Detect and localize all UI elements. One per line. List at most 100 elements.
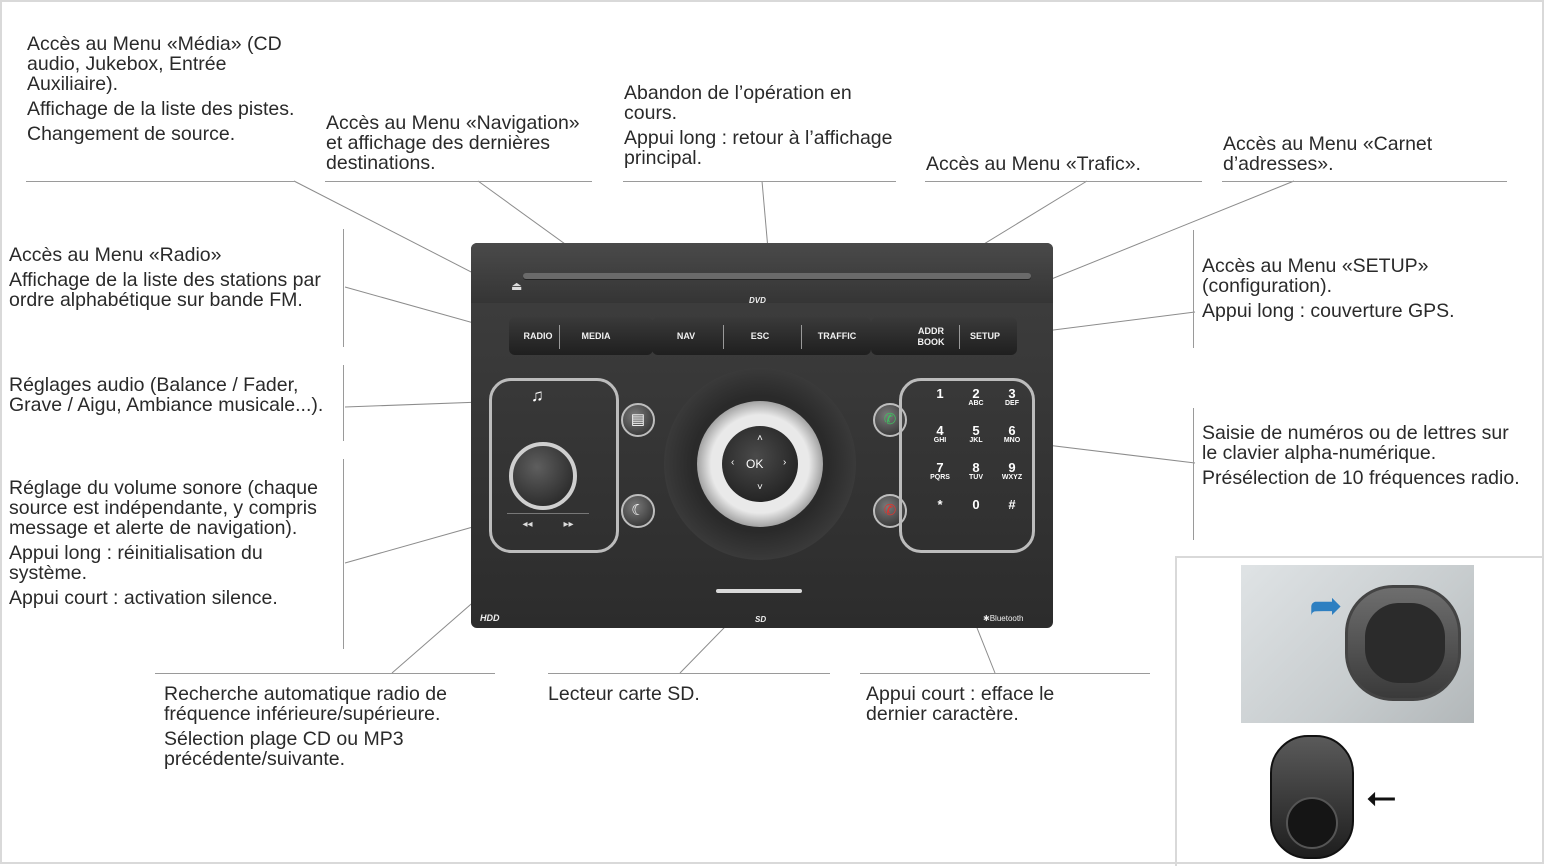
usb-inset-frame	[1175, 556, 1544, 866]
callout-radio-line1: Accès au Menu «Radio»	[9, 244, 222, 266]
keypad-key-star[interactable]: *	[923, 498, 957, 511]
music-note-icon[interactable]: ♫	[531, 386, 544, 405]
keypad-digit: 1	[936, 386, 944, 401]
keypad-letters: DEF	[1005, 400, 1019, 407]
callout-radio: Accès au Menu «Radio» Affichage de la li…	[9, 245, 334, 315]
keypad-digit: 0	[972, 497, 980, 512]
sd-card-slot[interactable]	[716, 589, 802, 593]
seek-prev-button[interactable]: ◂◂	[522, 518, 533, 530]
rule-esc	[623, 181, 896, 182]
callout-volume-line3: Appui court : activation silence.	[9, 587, 278, 609]
addr-book-button[interactable]: ADDR BOOK	[914, 326, 948, 348]
rule-audio	[343, 365, 344, 441]
radio-button[interactable]: RADIO	[523, 331, 553, 341]
list-icon[interactable]: ▤	[621, 403, 655, 437]
esc-button[interactable]: ESC	[750, 331, 770, 341]
setup-button[interactable]: SETUP	[969, 331, 1000, 341]
book-label: BOOK	[917, 337, 945, 347]
callout-setup-line1: Accès au Menu «SETUP» (configuration).	[1202, 255, 1429, 297]
callout-audio: Réglages audio (Balance / Fader, Grave /…	[9, 375, 329, 420]
callout-volume-line2: Appui long : réinitialisation du système…	[9, 542, 263, 584]
keypad-digit: #	[1008, 497, 1016, 512]
callout-media: Accès au Menu «Média» (CD audio, Jukebox…	[27, 34, 307, 149]
seek-buttons: ◂◂ ▸▸	[507, 513, 589, 534]
sd-logo: SD	[755, 615, 767, 624]
keypad-letters: GHI	[933, 437, 947, 444]
divider	[801, 325, 802, 349]
rule-nav	[325, 181, 592, 182]
callout-volume: Réglage du volume sonore (chaque source …	[9, 478, 339, 613]
chevron-left-icon[interactable]: ‹	[731, 457, 735, 468]
chevron-up-icon[interactable]: ˄	[757, 433, 763, 444]
volume-knob[interactable]	[509, 442, 577, 510]
callout-keypad-line2: Présélection de 10 fréquences radio.	[1202, 467, 1520, 489]
rule-delete	[860, 673, 1150, 674]
callout-seek: Recherche automatique radio de fréquence…	[164, 684, 494, 774]
rule-volume	[343, 459, 344, 649]
callout-setup: Accès au Menu «SETUP» (configuration). A…	[1202, 256, 1502, 326]
callout-volume-line1: Réglage du volume sonore (chaque source …	[9, 477, 318, 539]
callout-esc: Abandon de l’opération en cours. Appui l…	[624, 83, 894, 173]
hdd-logo: HDD	[480, 613, 500, 623]
chevron-down-icon[interactable]: ˅	[757, 482, 763, 493]
nav-button[interactable]: NAV	[676, 331, 696, 341]
callout-setup-line2: Appui long : couverture GPS.	[1202, 300, 1455, 322]
usb-port[interactable]	[1286, 797, 1338, 849]
keypad-panel	[899, 378, 1035, 553]
ok-label: OK	[746, 457, 764, 471]
callout-seek-line1: Recherche automatique radio de fréquence…	[164, 683, 447, 725]
dvd-logo: DVD	[749, 296, 766, 305]
divider	[559, 325, 560, 349]
keypad-key-1[interactable]: 1	[923, 387, 957, 400]
keypad-letters: ABC	[968, 400, 984, 407]
keypad-letters: JKL	[969, 437, 983, 444]
ok-button[interactable]	[722, 426, 798, 502]
keypad-digit: *	[937, 497, 943, 512]
rule-setup	[1193, 230, 1194, 348]
eject-icon[interactable]: ⏏	[511, 279, 523, 293]
keypad-digit: 3	[1008, 386, 1016, 401]
callout-media-line3: Changement de source.	[27, 123, 236, 145]
rule-sd	[548, 673, 830, 674]
keypad-key-hash[interactable]: #	[995, 498, 1029, 511]
bluetooth-logo: ✱Bluetooth	[983, 614, 1024, 623]
keypad-digit: 9	[1008, 460, 1016, 475]
audio-panel	[489, 378, 619, 553]
callout-media-line2: Affichage de la liste des pistes.	[27, 98, 295, 120]
media-button[interactable]: MEDIA	[581, 331, 611, 341]
callout-sd: Lecteur carte SD.	[548, 684, 818, 709]
callout-sd-line1: Lecteur carte SD.	[548, 683, 700, 705]
callout-keypad-line1: Saisie de numéros ou de lettres sur le c…	[1202, 422, 1509, 464]
traffic-button[interactable]: TRAFFIC	[817, 331, 857, 341]
callout-esc-line2: Appui long : retour à l’affichage princi…	[624, 127, 893, 169]
keypad-letters: PQRS	[930, 474, 950, 481]
divider	[723, 325, 724, 349]
callout-carnet: Accès au Menu «Carnet d’adresses».	[1223, 134, 1493, 179]
moon-icon[interactable]: ☾	[621, 494, 655, 528]
keypad-letters: WXYZ	[1001, 474, 1023, 481]
keypad-digit: 8	[972, 460, 980, 475]
callout-navigation-line1: Accès au Menu «Navigation» et affichage …	[326, 112, 580, 174]
storage-cavity	[1365, 603, 1445, 683]
usb-icon: ⭠	[1366, 776, 1397, 818]
keypad-digit: 4	[936, 423, 944, 438]
callout-delete-line1: Appui court : efface le dernier caractèr…	[866, 683, 1055, 725]
rule-seek	[155, 673, 495, 674]
seek-next-button[interactable]: ▸▸	[563, 518, 574, 530]
button-row-right	[871, 317, 1017, 355]
cd-slot	[523, 273, 1031, 279]
keypad-key-0[interactable]: 0	[959, 498, 993, 511]
callout-seek-line2: Sélection plage CD ou MP3 précédente/sui…	[164, 728, 404, 770]
chevron-right-icon[interactable]: ›	[783, 457, 787, 468]
keypad-digit: 5	[972, 423, 980, 438]
